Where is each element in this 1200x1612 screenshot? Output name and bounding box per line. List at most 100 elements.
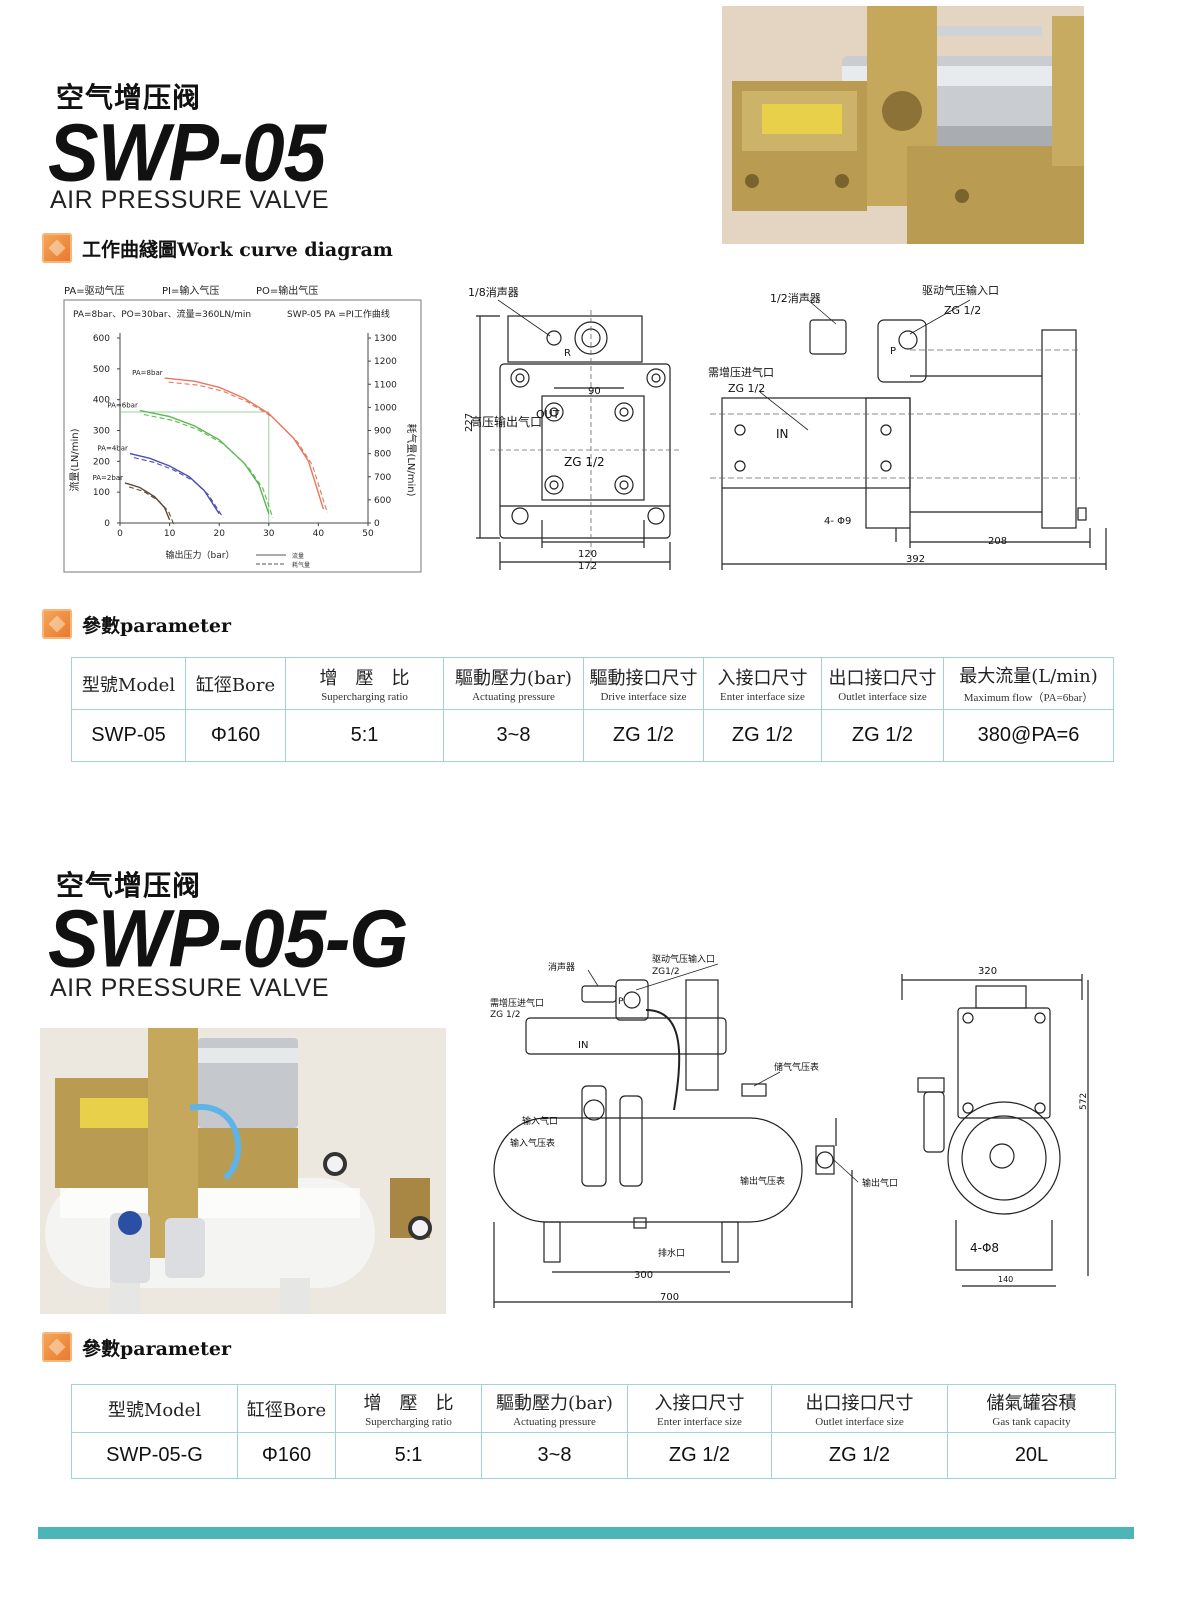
chart-series-line-dashed (143, 413, 274, 518)
work-curve-heading: 工作曲綫圖Work curve diagram (42, 232, 393, 264)
section1-model-title: SWP-05 (48, 107, 326, 199)
legend-pa-text: PA=驱动气压 (64, 284, 125, 297)
tank-dim-300: 300 (634, 1270, 653, 1281)
chart-annotation-left: PA=8bar、PO=30bar、流量=360LN/min (73, 308, 251, 320)
table2-header-bore: 缸徑Bore (246, 1399, 327, 1421)
chart-series-line-dashed (128, 486, 175, 525)
front-outlet-label: 高压输出气口 (470, 414, 542, 429)
table1-header-enter-cn: 入接口尺寸 (717, 668, 808, 689)
side-drive-inlet-label: 驱动气压输入口 (922, 283, 999, 297)
table1-header-cell: 型號Model (71, 657, 186, 710)
side2-dim-320: 320 (978, 966, 997, 977)
table1-header-pressure-en: Actuating pressure (472, 691, 555, 703)
table1-header-cell: 最大流量(L/min) Maximum flow（PA=6bar） (943, 657, 1114, 710)
front-out-label: OUT (536, 408, 560, 421)
table2-cell-pressure: 3~8 (481, 1432, 628, 1479)
param-heading-2-text: 參數parameter (82, 1337, 231, 1360)
tank-drawing-front: 消声器 驱动气压输入口 ZG1/2 需增压进气口 ZG 1/2 P IN 储气气… (486, 950, 906, 1310)
table2-header-model: 型號Model (107, 1399, 202, 1421)
chart-y-tick-label: 100 (93, 488, 110, 498)
section1-cn-title: 空气增压阀 (56, 81, 202, 114)
tank-drawing-side: 320 572 4-Φ8 140 (890, 960, 1100, 1290)
side-p-label: P (890, 346, 896, 357)
chart-x-tick-label: 30 (263, 529, 275, 539)
side-drive-port-label: ZG 1/2 (944, 304, 981, 317)
tank-drive-port-label: ZG1/2 (652, 967, 680, 977)
section2-en-title: AIR PRESSURE VALVE (50, 974, 329, 1002)
side-dim-208: 208 (988, 536, 1007, 547)
technical-drawing-side: 1/2消声器 驱动气压输入口 ZG 1/2 P 需增压进气口 ZG 1/2 IN… (700, 280, 1114, 575)
chart-y-tick-label: 200 (93, 457, 110, 467)
chart-series-label: PA=4bar (97, 445, 128, 453)
chart-series-line-dashed (168, 381, 328, 514)
side-muffler-label: 1/2消声器 (770, 291, 821, 305)
table1-header-outlet-cn: 出口接口尺寸 (828, 668, 937, 689)
front-dim-227: 227 (464, 413, 475, 432)
section2-cn-title: 空气增压阀 (56, 869, 202, 902)
table2-cell-outlet: ZG 1/2 (771, 1432, 948, 1479)
table-row: SWP-05 Φ160 5:1 3~8 ZG 1/2 ZG 1/2 ZG 1/2… (71, 709, 1114, 762)
front-muffler-label: 1/8消声器 (468, 285, 519, 299)
tank-outlet-gauge-label: 输出气压表 (740, 1175, 785, 1187)
table1-header-flow-en: Maximum flow（PA=6bar） (963, 692, 1094, 704)
table1-cell-outlet: ZG 1/2 (821, 709, 944, 762)
tank-boost-port-label: ZG 1/2 (490, 1010, 521, 1020)
chart-legend-label: 流量 (292, 552, 304, 560)
table2-cell-bore: Φ160 (237, 1432, 336, 1479)
table1-header-model: 型號Model (81, 674, 176, 696)
side2-holes-label: 4-Φ8 (970, 1241, 999, 1255)
tank-inlet-gauge-label: 输入气压表 (510, 1137, 555, 1149)
tank-drive-inlet-label: 驱动气压输入口 (652, 953, 715, 965)
work-curve-chart-svg: PA=驱动气压 PI=输入气压 PO=输出气压 PA=8bar、PO=30bar… (63, 284, 422, 573)
chart-y2-tick-label: 800 (374, 450, 391, 460)
table1-cell-drive: ZG 1/2 (583, 709, 704, 762)
table2-header-cell: 缸徑Bore (237, 1384, 336, 1433)
table1-header-ratio-cn: 增 壓 比 (319, 668, 410, 689)
side2-dim-572: 572 (1079, 1093, 1089, 1110)
table2-header-cell: 驅動壓力(bar)Actuating pressure (481, 1384, 628, 1433)
product-photo-swp05 (722, 6, 1084, 244)
chart-x-label: 输出压力（bar） (166, 549, 235, 561)
param-heading-1-text: 參數parameter (82, 614, 231, 637)
tank-outlet-label: 输出气口 (862, 1177, 898, 1189)
table2-header-ratio-cn: 增 壓 比 (363, 1393, 454, 1414)
table1-header-cell: 驅動壓力(bar)Actuating pressure (443, 657, 584, 710)
table2-cell-tank: 20L (947, 1432, 1116, 1479)
tank-inlet-label: 输入气口 (522, 1115, 558, 1127)
chart-y2-tick-label: 0 (374, 519, 380, 529)
section1-en-title: AIR PRESSURE VALVE (50, 186, 329, 214)
table1-header-drive-cn: 驅動接口尺寸 (589, 668, 698, 689)
section2-model-title: SWP-05-G (48, 893, 408, 985)
table1-header-drive-en: Drive interface size (600, 691, 687, 703)
table1-cell-enter: ZG 1/2 (703, 709, 822, 762)
table2-header-tank-cn: 儲氣罐容積 (986, 1393, 1077, 1414)
table1-header-ratio-en: Supercharging ratio (321, 691, 408, 703)
tank-p-label: P (618, 997, 624, 1007)
chart-y-tick-label: 500 (93, 365, 110, 375)
side-boost-inlet-label: 需增压进气口 (708, 365, 774, 379)
table1-header-flow-cn: 最大流量(L/min) (959, 666, 1098, 687)
chart-frame (63, 299, 422, 573)
table2-header-pressure-cn: 驅動壓力(bar) (496, 1393, 613, 1414)
chart-series-label: PA=6bar (107, 401, 138, 409)
front-dim-90: 90 (588, 386, 601, 397)
chart-annotation-right: SWP-05 PA =PI工作曲线 (287, 308, 390, 320)
chart-x-tick-label: 0 (117, 529, 123, 539)
table2-header-outlet-cn: 出口接口尺寸 (805, 1393, 914, 1414)
tank-gauge-label: 储气气压表 (774, 1061, 819, 1073)
chart-series-line-dashed (133, 457, 224, 519)
table1-header-outlet-en: Outlet interface size (838, 691, 927, 703)
table2-header-tank-en: Gas tank capacity (992, 1416, 1071, 1428)
chart-y-tick-label: 300 (93, 427, 110, 437)
chart-series-line (129, 452, 220, 515)
front-r-label: R (564, 348, 571, 359)
section-bullet-icon (42, 233, 72, 263)
tank-dim-700: 700 (660, 1292, 679, 1303)
chart-series-label: PA=2bar (92, 474, 123, 482)
chart-x-tick-label: 50 (362, 529, 374, 539)
